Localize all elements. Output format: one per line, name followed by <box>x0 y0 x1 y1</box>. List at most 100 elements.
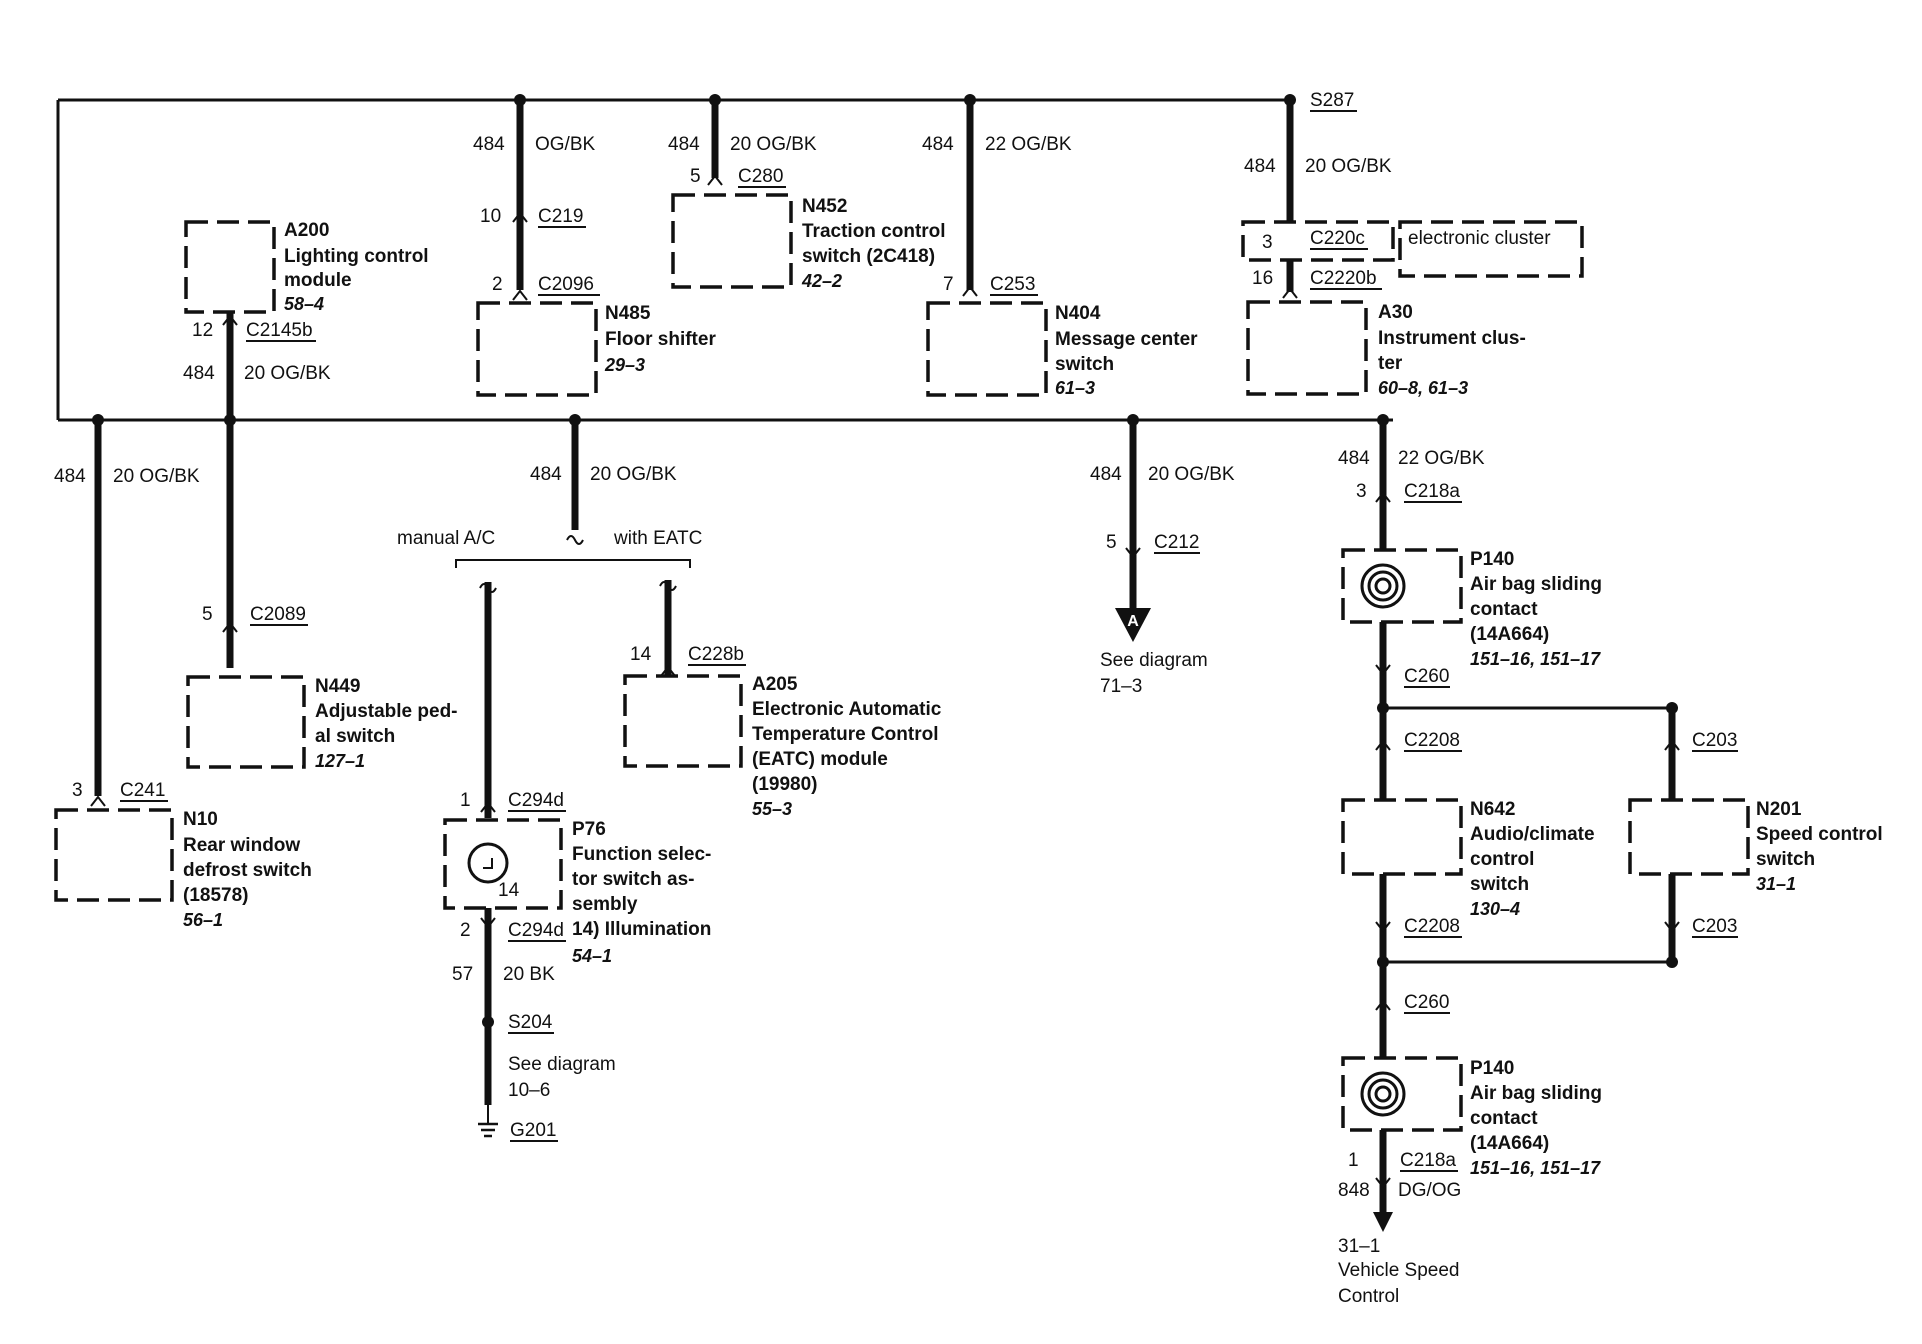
connector-c218a: C218a <box>1400 1150 1456 1171</box>
component-id: A205 <box>752 674 798 695</box>
component-id: N449 <box>315 676 360 697</box>
component-ref: 54–1 <box>572 946 612 966</box>
component-name: Lighting control <box>284 246 429 267</box>
component-name: switch (2C418) <box>802 246 935 267</box>
component-name: Message center <box>1055 329 1198 350</box>
box-ecluster <box>1398 220 1584 278</box>
connector-c212: C212 <box>1154 532 1199 553</box>
see-diagram-ref: 71–3 <box>1100 676 1142 697</box>
component-id: N404 <box>1055 303 1101 324</box>
component-ref: 29–3 <box>604 355 645 375</box>
output-label: Control <box>1338 1286 1399 1307</box>
connector-pin: 3 <box>1356 481 1367 502</box>
branch-label-eatc: with EATC <box>613 528 702 549</box>
component-id: N485 <box>605 303 651 324</box>
connector-c203: C203 <box>1692 730 1737 751</box>
labels: S287 484 OG/BK 10 C219 2 C2096 N485 Floo… <box>54 90 1883 1307</box>
wire-color: 20 OG/BK <box>1305 156 1392 177</box>
connector-c241: C241 <box>120 780 165 801</box>
ground-icon <box>478 1105 498 1138</box>
connector-c260: C260 <box>1404 992 1449 1013</box>
connector-c2208: C2208 <box>1404 730 1460 751</box>
wire-circuit: 57 <box>452 964 473 985</box>
connector-c253: C253 <box>990 274 1035 295</box>
component-name: Floor shifter <box>605 329 716 350</box>
wire-circuit: 484 <box>1090 464 1122 485</box>
component-id: P76 <box>572 819 606 840</box>
splice-s204: S204 <box>508 1012 553 1033</box>
bulb-icon <box>467 842 509 884</box>
see-diagram-text: See diagram <box>508 1054 616 1075</box>
component-name: switch <box>1055 354 1114 375</box>
connector-c294d: C294d <box>508 920 564 941</box>
connector-pin: 2 <box>460 920 471 941</box>
connector-c228b: C228b <box>688 644 744 665</box>
component-ref: 151–16, 151–17 <box>1470 649 1601 669</box>
connector-pin: 3 <box>1262 232 1273 253</box>
component-id: P140 <box>1470 1058 1514 1079</box>
box-n452 <box>671 193 793 289</box>
component-id: N201 <box>1756 799 1802 820</box>
component-name: Air bag sliding <box>1470 1083 1602 1104</box>
output-label: Vehicle Speed <box>1338 1260 1460 1281</box>
wire-color: 20 OG/BK <box>244 363 331 384</box>
box-n10 <box>54 808 174 902</box>
component-ref: 31–1 <box>1756 874 1796 894</box>
connector-pin: 7 <box>943 274 954 295</box>
component-name: Instrument clus- <box>1378 328 1526 349</box>
component-name: Air bag sliding <box>1470 574 1602 595</box>
component-ref: 56–1 <box>183 910 223 930</box>
component-name: contact <box>1470 1108 1538 1129</box>
component-name: (EATC) module <box>752 749 888 770</box>
box-n201 <box>1628 798 1750 876</box>
connector-pin: 16 <box>1252 268 1273 289</box>
wire-circuit: 484 <box>668 134 700 155</box>
component-boxes <box>54 193 1750 1132</box>
output-arrow-icon <box>1373 1212 1393 1232</box>
wire-color: 20 OG/BK <box>1148 464 1235 485</box>
connector-c2145b: C2145b <box>246 320 313 341</box>
wire-color: 20 OG/BK <box>730 134 817 155</box>
component-ref: 130–4 <box>1470 899 1520 919</box>
bus-lines <box>56 98 1672 964</box>
arrow-a-letter: A <box>1127 613 1139 630</box>
component-name: Electronic Automatic <box>752 699 942 720</box>
connector-c2089: C2089 <box>250 604 306 625</box>
clockspring-icon <box>1360 563 1406 609</box>
connector-c2096: C2096 <box>538 274 594 295</box>
component-name: (14A664) <box>1470 624 1549 645</box>
branch-bracket <box>455 535 691 593</box>
wire-circuit: 484 <box>530 464 562 485</box>
wire-color: 20 BK <box>503 964 555 985</box>
component-name: switch <box>1470 874 1529 895</box>
output-ref: 31–1 <box>1338 1236 1380 1257</box>
connector-pin: 5 <box>690 166 701 187</box>
wire-color: OG/BK <box>535 134 596 155</box>
connector-pin: 1 <box>460 790 471 811</box>
connector-c203: C203 <box>1692 916 1737 937</box>
connector-pin: 2 <box>492 274 503 295</box>
component-name: (18578) <box>183 885 249 906</box>
component-ref: 42–2 <box>801 271 842 291</box>
component-name: Rear window <box>183 835 300 856</box>
component-ref: 55–3 <box>752 799 792 819</box>
wire-circuit: 484 <box>54 466 86 487</box>
component-id: N642 <box>1470 799 1515 820</box>
splice-dots <box>92 94 1678 1028</box>
connector-c260: C260 <box>1404 666 1449 687</box>
wire-color: 22 OG/BK <box>985 134 1072 155</box>
wire-color: 20 OG/BK <box>590 464 677 485</box>
component-id: P140 <box>1470 549 1514 570</box>
connector-pin: 14 <box>630 644 652 665</box>
wire-circuit: 848 <box>1338 1180 1370 1201</box>
wire-circuit: 484 <box>183 363 215 384</box>
box-a30 <box>1246 300 1368 396</box>
box-n485 <box>476 301 598 397</box>
internal-pin: 14 <box>498 880 520 901</box>
connector-chevrons <box>90 174 1680 1189</box>
component-ref: 127–1 <box>315 751 365 771</box>
connector-c294d: C294d <box>508 790 564 811</box>
wire-circuit: 484 <box>473 134 505 155</box>
component-name: Audio/climate <box>1470 824 1595 845</box>
